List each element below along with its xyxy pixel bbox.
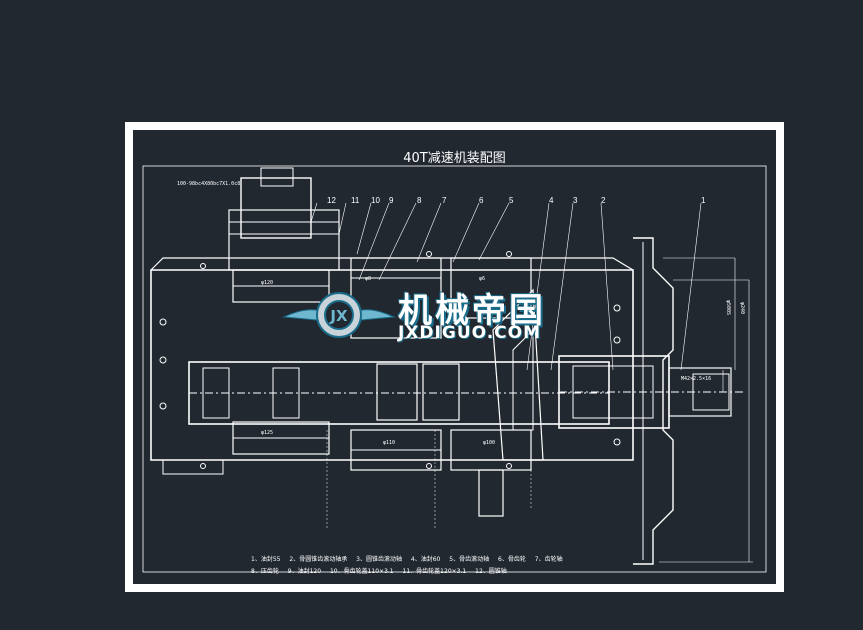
callout-10: 10: [371, 196, 380, 205]
watermark-chinese: 机械帝国: [398, 291, 546, 331]
part-item-1: 1、油封55: [251, 556, 281, 563]
callout-12: 12: [327, 196, 336, 205]
part-item-7: 7、齿轮轴: [534, 556, 563, 563]
housing-outline: [150, 269, 634, 461]
svg-text:JX: JX: [329, 307, 348, 325]
inner-frame: [142, 165, 767, 573]
dim-phi100: φ100: [483, 440, 496, 446]
callout-4: 4: [549, 196, 554, 205]
dim-phi120: φ120: [261, 280, 274, 286]
top-cap: [240, 177, 312, 239]
dim-phi110: φ110: [383, 440, 396, 446]
part-item-3: 3、圆锥齿滚动轴: [356, 556, 402, 563]
part-item-10: 10、骨齿轮盖110×3.1: [329, 568, 394, 575]
part-item-4: 4、油封60: [410, 556, 441, 563]
part-item-11: 11、骨齿轮盖120×3.1: [402, 568, 467, 575]
lower-output-shaft: [478, 469, 504, 517]
callout-2: 2: [601, 196, 606, 205]
dim-phi125: φ125: [261, 430, 274, 436]
dim-phi500s: φ500S: [725, 300, 731, 316]
part-item-8: 8、压齿轮: [251, 568, 279, 575]
drawing-title: 40T减速机装配图: [403, 151, 506, 166]
callout-6: 6: [479, 196, 484, 205]
parts-list: 1、油封55 2、骨圆锥齿滚动轴承 3、圆锥齿滚动轴 4、油封60 5、骨齿滚动…: [251, 554, 611, 578]
drawing-sheet: 40T减速机装配图 100-98bc4X80bc7X1.0c8 12 11 10…: [125, 122, 784, 592]
callout-8: 8: [417, 196, 422, 205]
gear-wings-icon: JX: [282, 292, 396, 338]
part-item-2: 2、骨圆锥齿滚动轴承: [289, 556, 348, 563]
dim-phi240: φ240: [739, 302, 745, 315]
right-flange: [633, 237, 674, 565]
dim-phi8: φ8: [365, 276, 372, 282]
watermark-english: JXDIGUO.COM: [398, 323, 542, 343]
part-item-12: 12、圆锥轴: [475, 568, 507, 575]
part-item-9: 9、油封120: [287, 568, 322, 575]
callout-7: 7: [442, 196, 447, 205]
callout-9: 9: [389, 196, 394, 205]
callout-1: 1: [701, 196, 706, 205]
drawing-area: 40T减速机装配图 100-98bc4X80bc7X1.0c8 12 11 10…: [133, 130, 776, 584]
spec-note: 100-98bc4X80bc7X1.0c8: [177, 181, 241, 187]
callout-11: 11: [351, 196, 360, 205]
dim-thread: M42×2.5×16: [681, 376, 712, 382]
assembly-drawing: [142, 165, 767, 573]
part-item-6: 6、骨齿轮: [498, 556, 526, 563]
watermark: JX 机械帝国 JXDIGUO.COM: [280, 283, 580, 347]
callout-5: 5: [509, 196, 514, 205]
callout-3: 3: [573, 196, 578, 205]
part-item-5: 5、骨齿滚动轴: [449, 556, 490, 563]
dim-phi6: φ6: [479, 276, 486, 282]
